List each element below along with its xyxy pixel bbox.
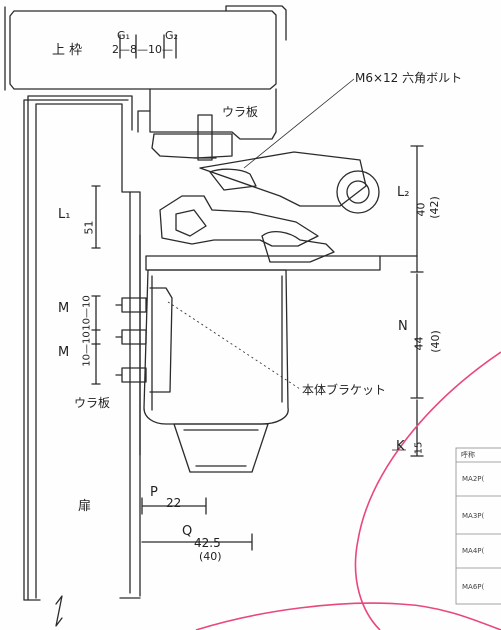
- upper-frame-return: [225, 5, 287, 41]
- spec-table: [455, 447, 501, 605]
- label-m-top: M: [58, 301, 70, 316]
- dim-line-k: [410, 399, 424, 457]
- dim-line-m: [91, 295, 101, 385]
- closer-body: [143, 269, 289, 425]
- arm-roller: [336, 170, 380, 214]
- dim-line-right: [410, 145, 424, 273]
- jamb-outer: [23, 95, 133, 601]
- label-p: P: [150, 485, 158, 500]
- label-l2: L₂: [397, 185, 410, 200]
- dim-line-n: [410, 273, 424, 399]
- door-edge: [129, 191, 141, 594]
- label-g1: G₁: [117, 29, 130, 42]
- backing-plate-top: [137, 110, 151, 133]
- arm-pivot: [209, 168, 257, 191]
- dim-line-l1: [91, 185, 101, 249]
- value-q: 42.5: [194, 536, 221, 550]
- bracket-plate: [149, 287, 173, 393]
- accent-curve-2: [195, 602, 501, 630]
- bracket-screw-3: [115, 367, 147, 383]
- break-line: [55, 595, 63, 627]
- value-k: 15: [413, 441, 425, 455]
- label-bolt: M6×12 六角ボルト: [355, 71, 463, 85]
- table-row: MA2P(: [462, 475, 485, 483]
- mounting-plate: [151, 133, 233, 159]
- closer-foot: [173, 423, 269, 473]
- label-door: 扉: [78, 499, 92, 514]
- table-row: MA3P(: [462, 512, 485, 520]
- table-row: MA4P(: [462, 547, 485, 555]
- bolt: [193, 114, 217, 161]
- value-q-alt: (40): [199, 550, 222, 563]
- g-ticks: [119, 34, 177, 59]
- value-n: 44: [412, 336, 426, 351]
- label-backing-left: ウラ板: [74, 396, 111, 410]
- bracket-screw-2: [115, 329, 147, 345]
- label-g2: G₂: [165, 29, 178, 42]
- arm-link: [261, 230, 335, 263]
- label-n: N: [398, 319, 408, 334]
- label-k: K: [396, 439, 405, 454]
- value-m-top: 10—10: [81, 295, 93, 331]
- label-upper-frame: 上 枠: [52, 43, 83, 58]
- label-g-values: 2—8—10—: [112, 43, 173, 56]
- bolt-leader: [243, 78, 355, 169]
- value-l2: 40: [414, 202, 428, 217]
- upper-arm: [199, 151, 367, 207]
- upper-frame-outline: [9, 10, 277, 90]
- dim-line-q: [141, 533, 253, 551]
- frame-step: [149, 88, 277, 140]
- label-m-bottom: M: [58, 345, 70, 360]
- value-l2-alt: (42): [427, 196, 441, 219]
- value-l1: 51: [82, 220, 96, 235]
- table-header: 呼称: [461, 451, 475, 459]
- door-bottom: [23, 597, 141, 601]
- label-backing-top: ウラ板: [222, 105, 259, 119]
- arm-plate: [175, 209, 207, 237]
- value-n-alt: (40): [428, 330, 442, 353]
- bracket-leader: [167, 301, 301, 390]
- value-m-bottom: 10—10: [81, 331, 93, 367]
- label-q: Q: [182, 524, 193, 539]
- value-p: 22: [166, 496, 182, 510]
- body-rib: [151, 275, 283, 411]
- label-l1: L₁: [58, 207, 71, 222]
- dim-line-p: [141, 497, 207, 515]
- foot-inner: [183, 429, 259, 467]
- table-row: MA6P(: [462, 583, 485, 591]
- bracket-screw-1: [115, 297, 147, 313]
- closer-body-top: [145, 255, 381, 271]
- label-bracket: 本体ブラケット: [302, 383, 387, 397]
